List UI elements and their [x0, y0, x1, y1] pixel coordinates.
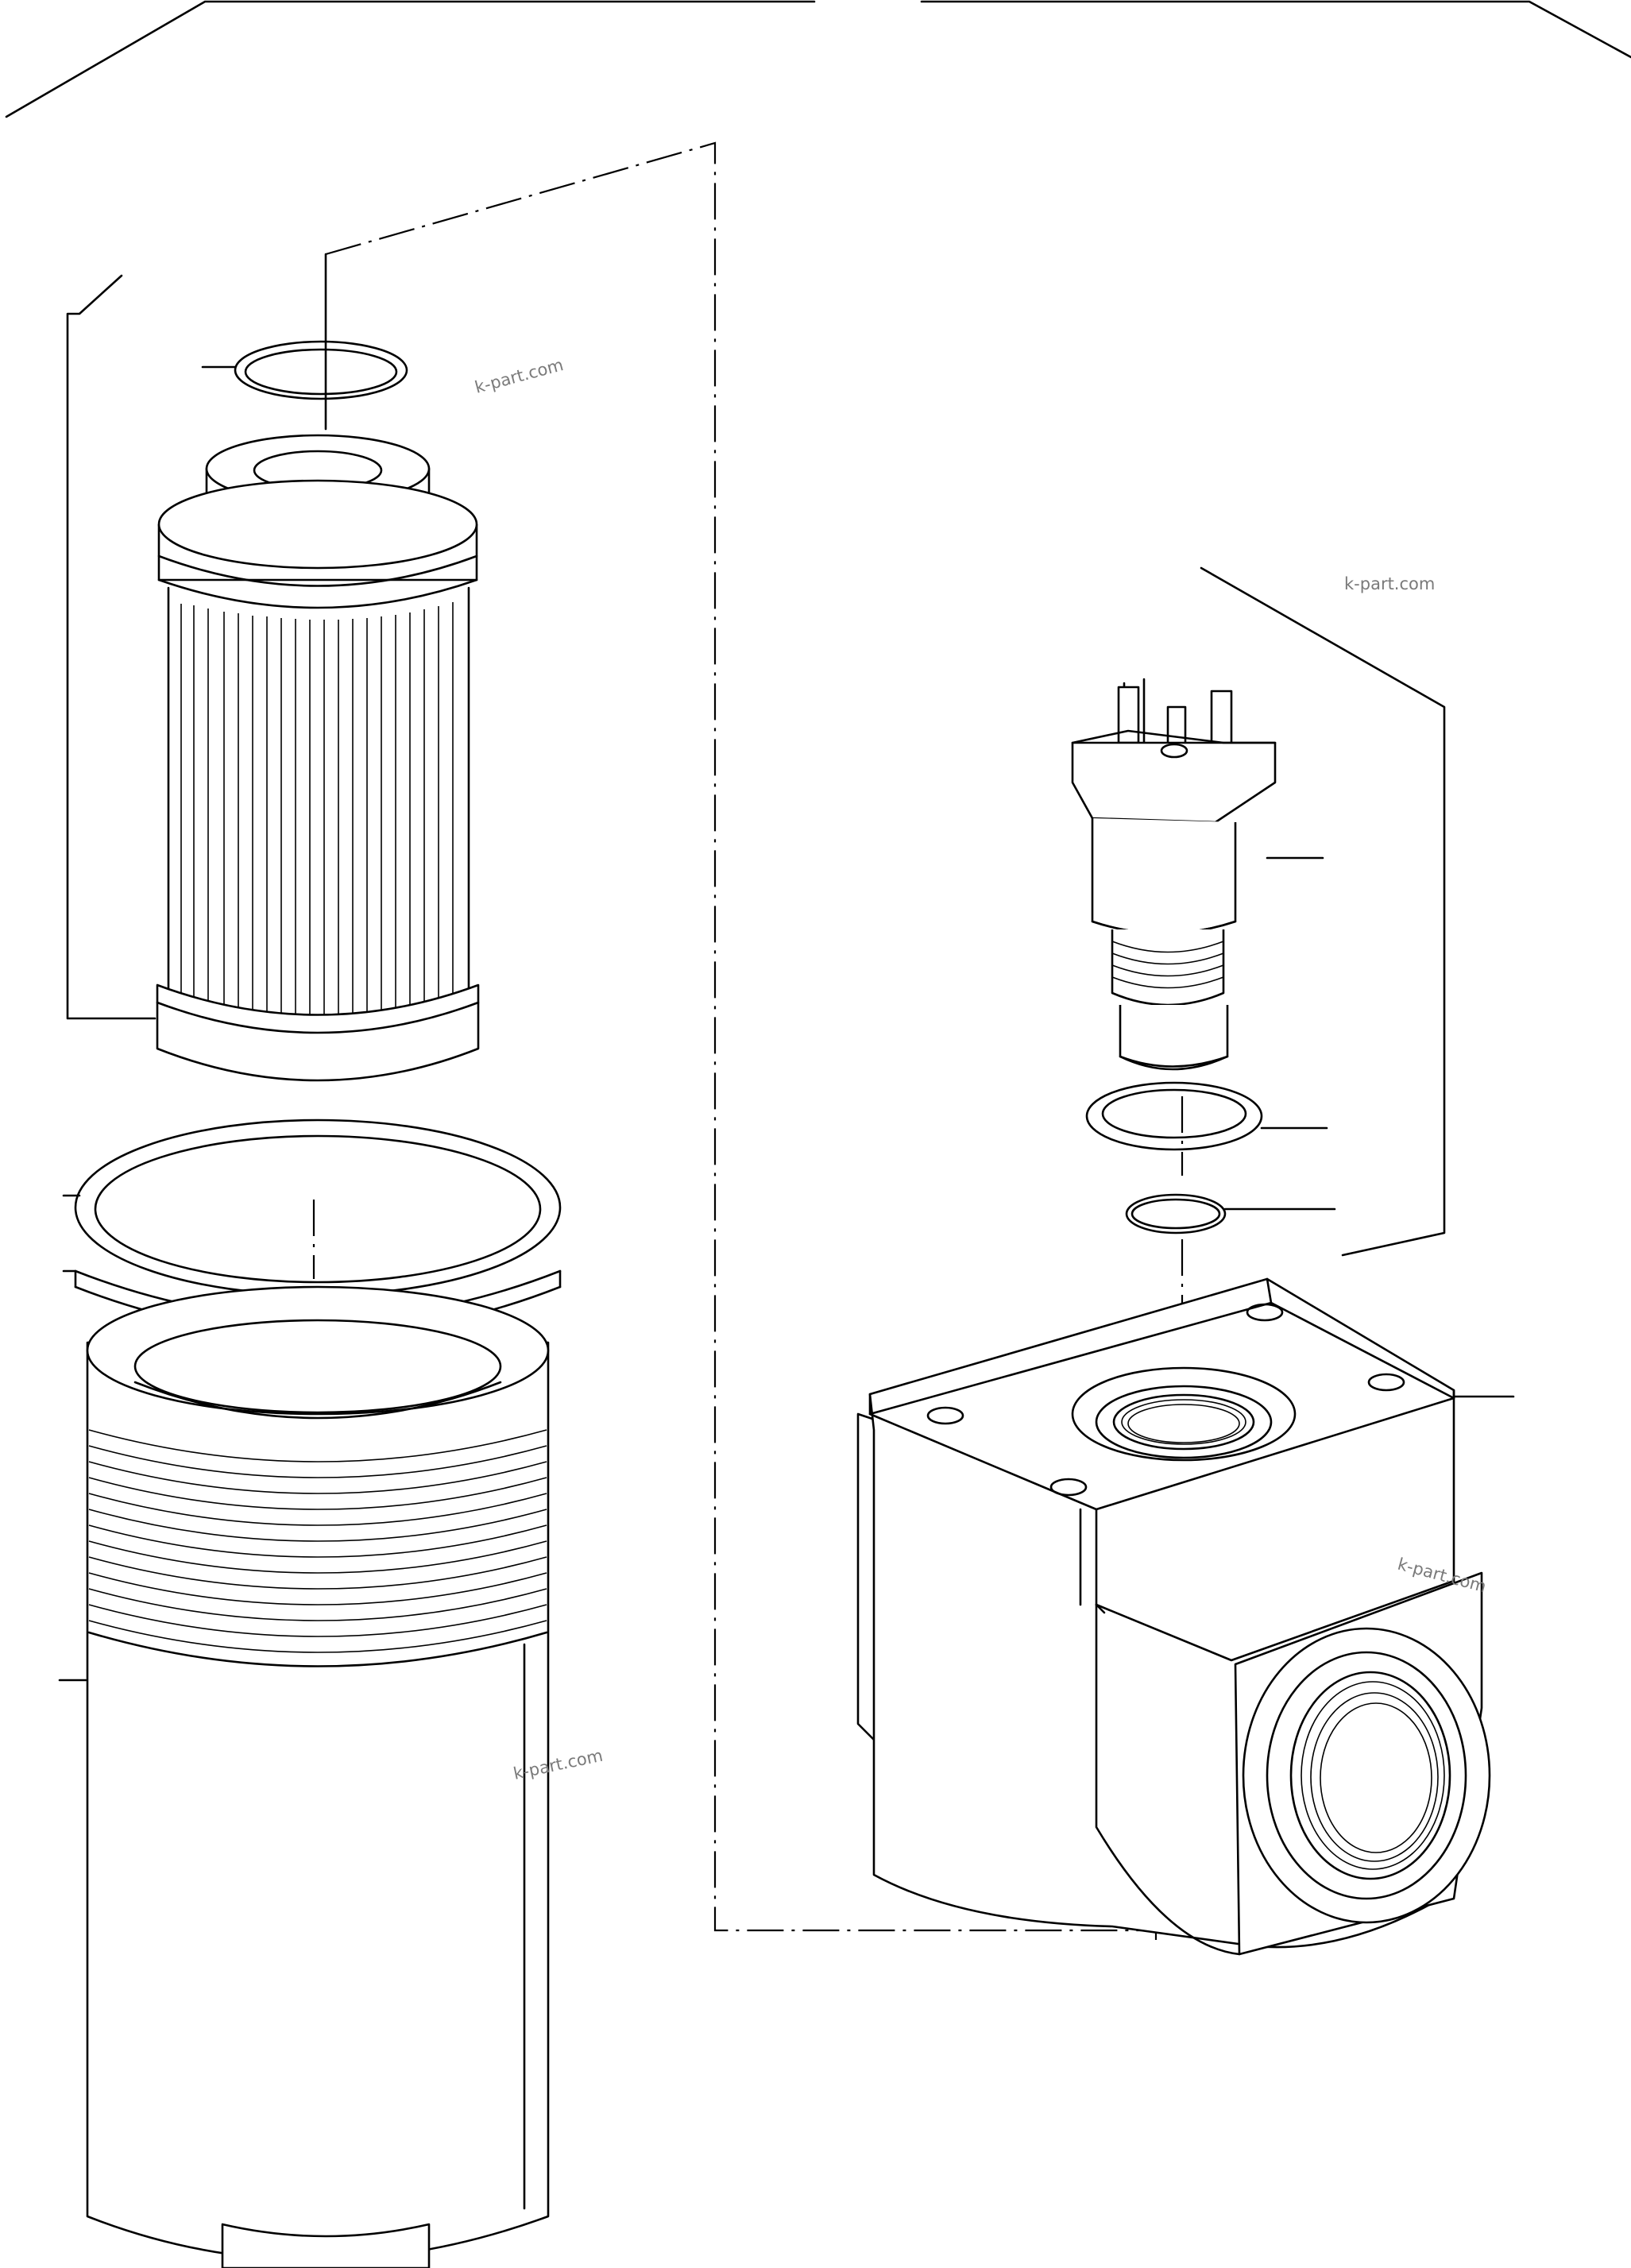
seal-ring-large [62, 1119, 562, 1296]
filter-bowl [58, 1285, 550, 2268]
watermark-text: k-part.com [473, 355, 566, 397]
filter-head [856, 1277, 1515, 1956]
oring-small [1125, 1193, 1336, 1234]
filter-pleats [180, 602, 454, 1022]
watermark-text: k-part.com [1344, 574, 1435, 593]
pressure-switch [1071, 678, 1324, 1071]
sealing-washer [1085, 1081, 1328, 1151]
filter-element [156, 434, 480, 1082]
bowl-threads [88, 1429, 547, 1653]
frame-lines [5, 0, 1631, 118]
port-threads [1301, 1681, 1445, 1870]
oring-top [201, 340, 408, 400]
assembly-guide-lines [66, 141, 1446, 1940]
mounting-holes [926, 1303, 1405, 1497]
